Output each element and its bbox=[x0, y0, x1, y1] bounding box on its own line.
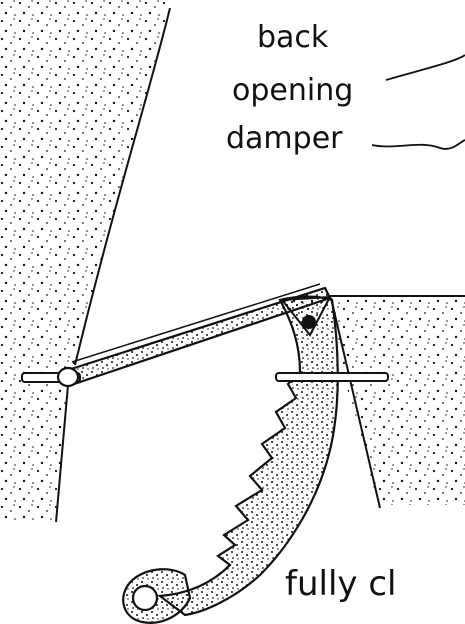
label-fully-closed: fully cl bbox=[285, 564, 396, 604]
label-back: back bbox=[257, 20, 329, 55]
label-damper: damper bbox=[226, 121, 343, 156]
hinge-pin-right bbox=[276, 373, 388, 381]
label-tail-swirl bbox=[372, 140, 465, 149]
end-ring bbox=[123, 569, 190, 623]
label-opening: opening bbox=[232, 73, 353, 108]
left-wall bbox=[0, 0, 170, 522]
right-wall bbox=[330, 296, 465, 508]
label-leader-line bbox=[386, 55, 465, 80]
